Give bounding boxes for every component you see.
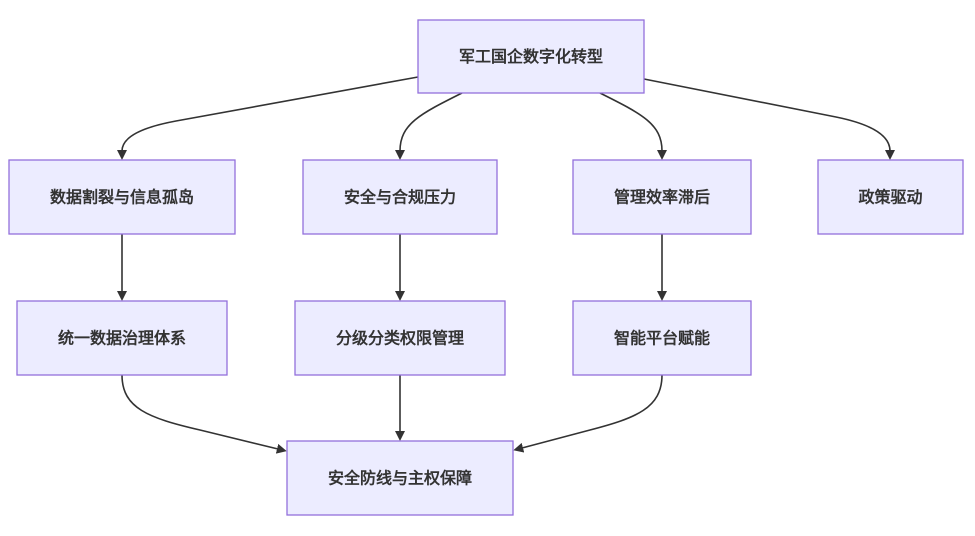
node-management-efficiency: 管理效率滞后: [572, 159, 752, 235]
node-box: [817, 159, 964, 235]
edge-root-to-data-silo: [117, 76, 419, 160]
node-security-compliance: 安全与合规压力: [302, 159, 498, 235]
node-security-sovereignty: 安全防线与主权保障: [286, 440, 514, 516]
node-data-silo: 数据割裂与信息孤岛: [8, 159, 236, 235]
node-box: [16, 300, 228, 376]
node-box: [294, 300, 506, 376]
node-label: 分级分类权限管理: [336, 329, 464, 348]
node-box: [286, 440, 514, 516]
edge-root-to-security-compliance: [395, 92, 463, 160]
node-label: 政策驱动: [858, 188, 922, 207]
node-unified-governance: 统一数据治理体系: [16, 300, 228, 376]
node-label: 数据割裂与信息孤岛: [50, 188, 194, 207]
node-box: [572, 159, 752, 235]
node-label: 统一数据治理体系: [58, 329, 186, 348]
nodes-layer: 军工国企数字化转型 数据割裂与信息孤岛 安全与合规压力 管理效率滞后 政策驱动 …: [8, 19, 964, 516]
node-label: 军工国企数字化转型: [459, 47, 603, 66]
node-tiered-permission: 分级分类权限管理: [294, 300, 506, 376]
edge-root-to-policy-driven: [643, 78, 895, 160]
node-root: 军工国企数字化转型: [417, 19, 645, 94]
edge-root-to-management-efficiency: [599, 92, 667, 160]
edge-unified-governance-to-security-sovereignty: [121, 374, 287, 454]
edges-layer: [117, 76, 895, 454]
node-box: [8, 159, 236, 235]
node-policy-driven: 政策驱动: [817, 159, 964, 235]
node-label: 管理效率滞后: [614, 188, 710, 207]
node-box: [417, 19, 645, 94]
node-smart-platform: 智能平台赋能: [572, 300, 752, 376]
edge-smart-platform-to-security-sovereignty: [513, 374, 663, 453]
node-label: 安全与合规压力: [344, 188, 456, 207]
node-label: 智能平台赋能: [614, 329, 710, 348]
node-box: [302, 159, 498, 235]
node-box: [572, 300, 752, 376]
node-label: 安全防线与主权保障: [328, 469, 472, 488]
